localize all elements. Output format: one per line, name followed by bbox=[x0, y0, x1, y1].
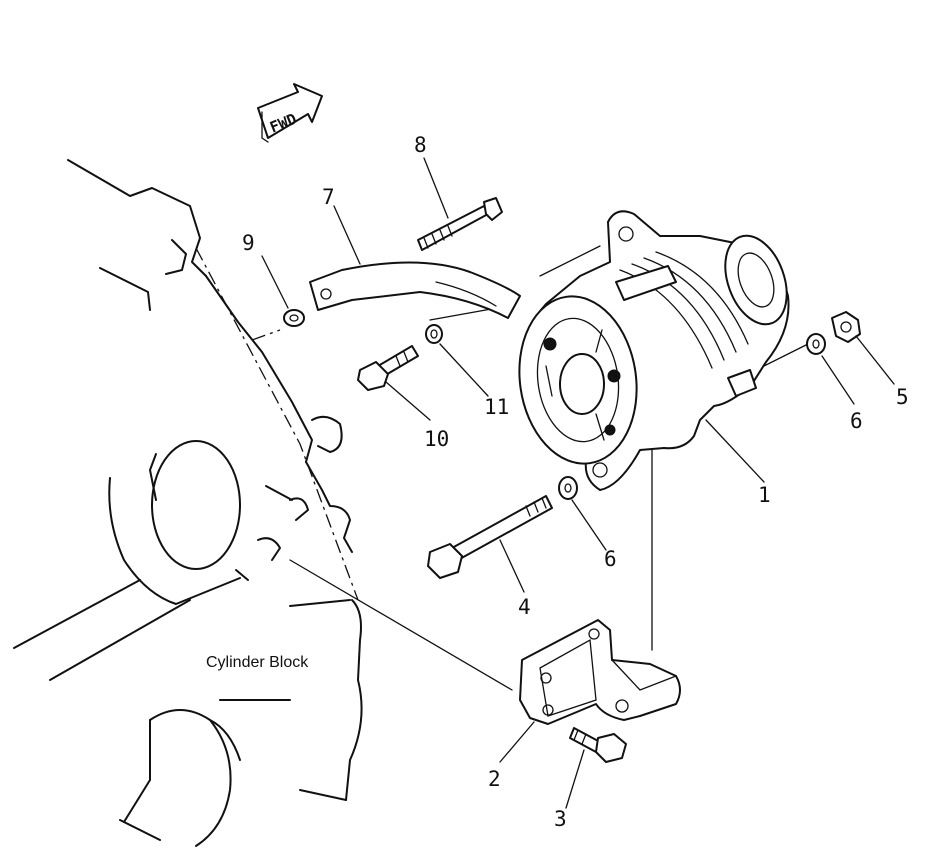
callout-1: 1 bbox=[758, 483, 771, 507]
callout-9: 9 bbox=[242, 231, 255, 255]
callout-2: 2 bbox=[488, 767, 501, 791]
alternator-part-1 bbox=[518, 210, 790, 491]
callout-numbers: 1 2 3 4 5 6 6 7 8 9 10 11 bbox=[242, 133, 909, 831]
washer-part-6-lower bbox=[558, 476, 578, 500]
bolt-part-4 bbox=[427, 495, 553, 579]
assembly-centerlines bbox=[195, 245, 809, 691]
washer-part-11 bbox=[425, 324, 443, 344]
cylinder-block bbox=[13, 159, 363, 847]
callout-3: 3 bbox=[554, 807, 567, 831]
callout-8: 8 bbox=[414, 133, 427, 157]
callout-6-upper: 6 bbox=[850, 409, 863, 433]
cylinder-block-label: Cylinder Block bbox=[206, 654, 309, 671]
callout-7: 7 bbox=[322, 185, 335, 209]
mounting-bracket-part-2 bbox=[519, 619, 681, 725]
leader-lines bbox=[261, 157, 895, 809]
callout-11: 11 bbox=[484, 395, 509, 419]
callout-10: 10 bbox=[424, 427, 449, 451]
nut-part-5 bbox=[831, 311, 861, 343]
bolt-part-8 bbox=[417, 197, 503, 251]
callout-4: 4 bbox=[518, 595, 531, 619]
washer-part-9 bbox=[283, 309, 305, 327]
fwd-arrow-icon: FWD bbox=[257, 83, 323, 143]
bolt-part-10 bbox=[357, 345, 419, 391]
washer-part-6-upper bbox=[806, 333, 826, 355]
adjusting-bracket-part-7 bbox=[309, 261, 521, 319]
bolt-part-3 bbox=[569, 727, 627, 763]
callout-6-lower: 6 bbox=[604, 547, 617, 571]
callout-5: 5 bbox=[896, 385, 909, 409]
